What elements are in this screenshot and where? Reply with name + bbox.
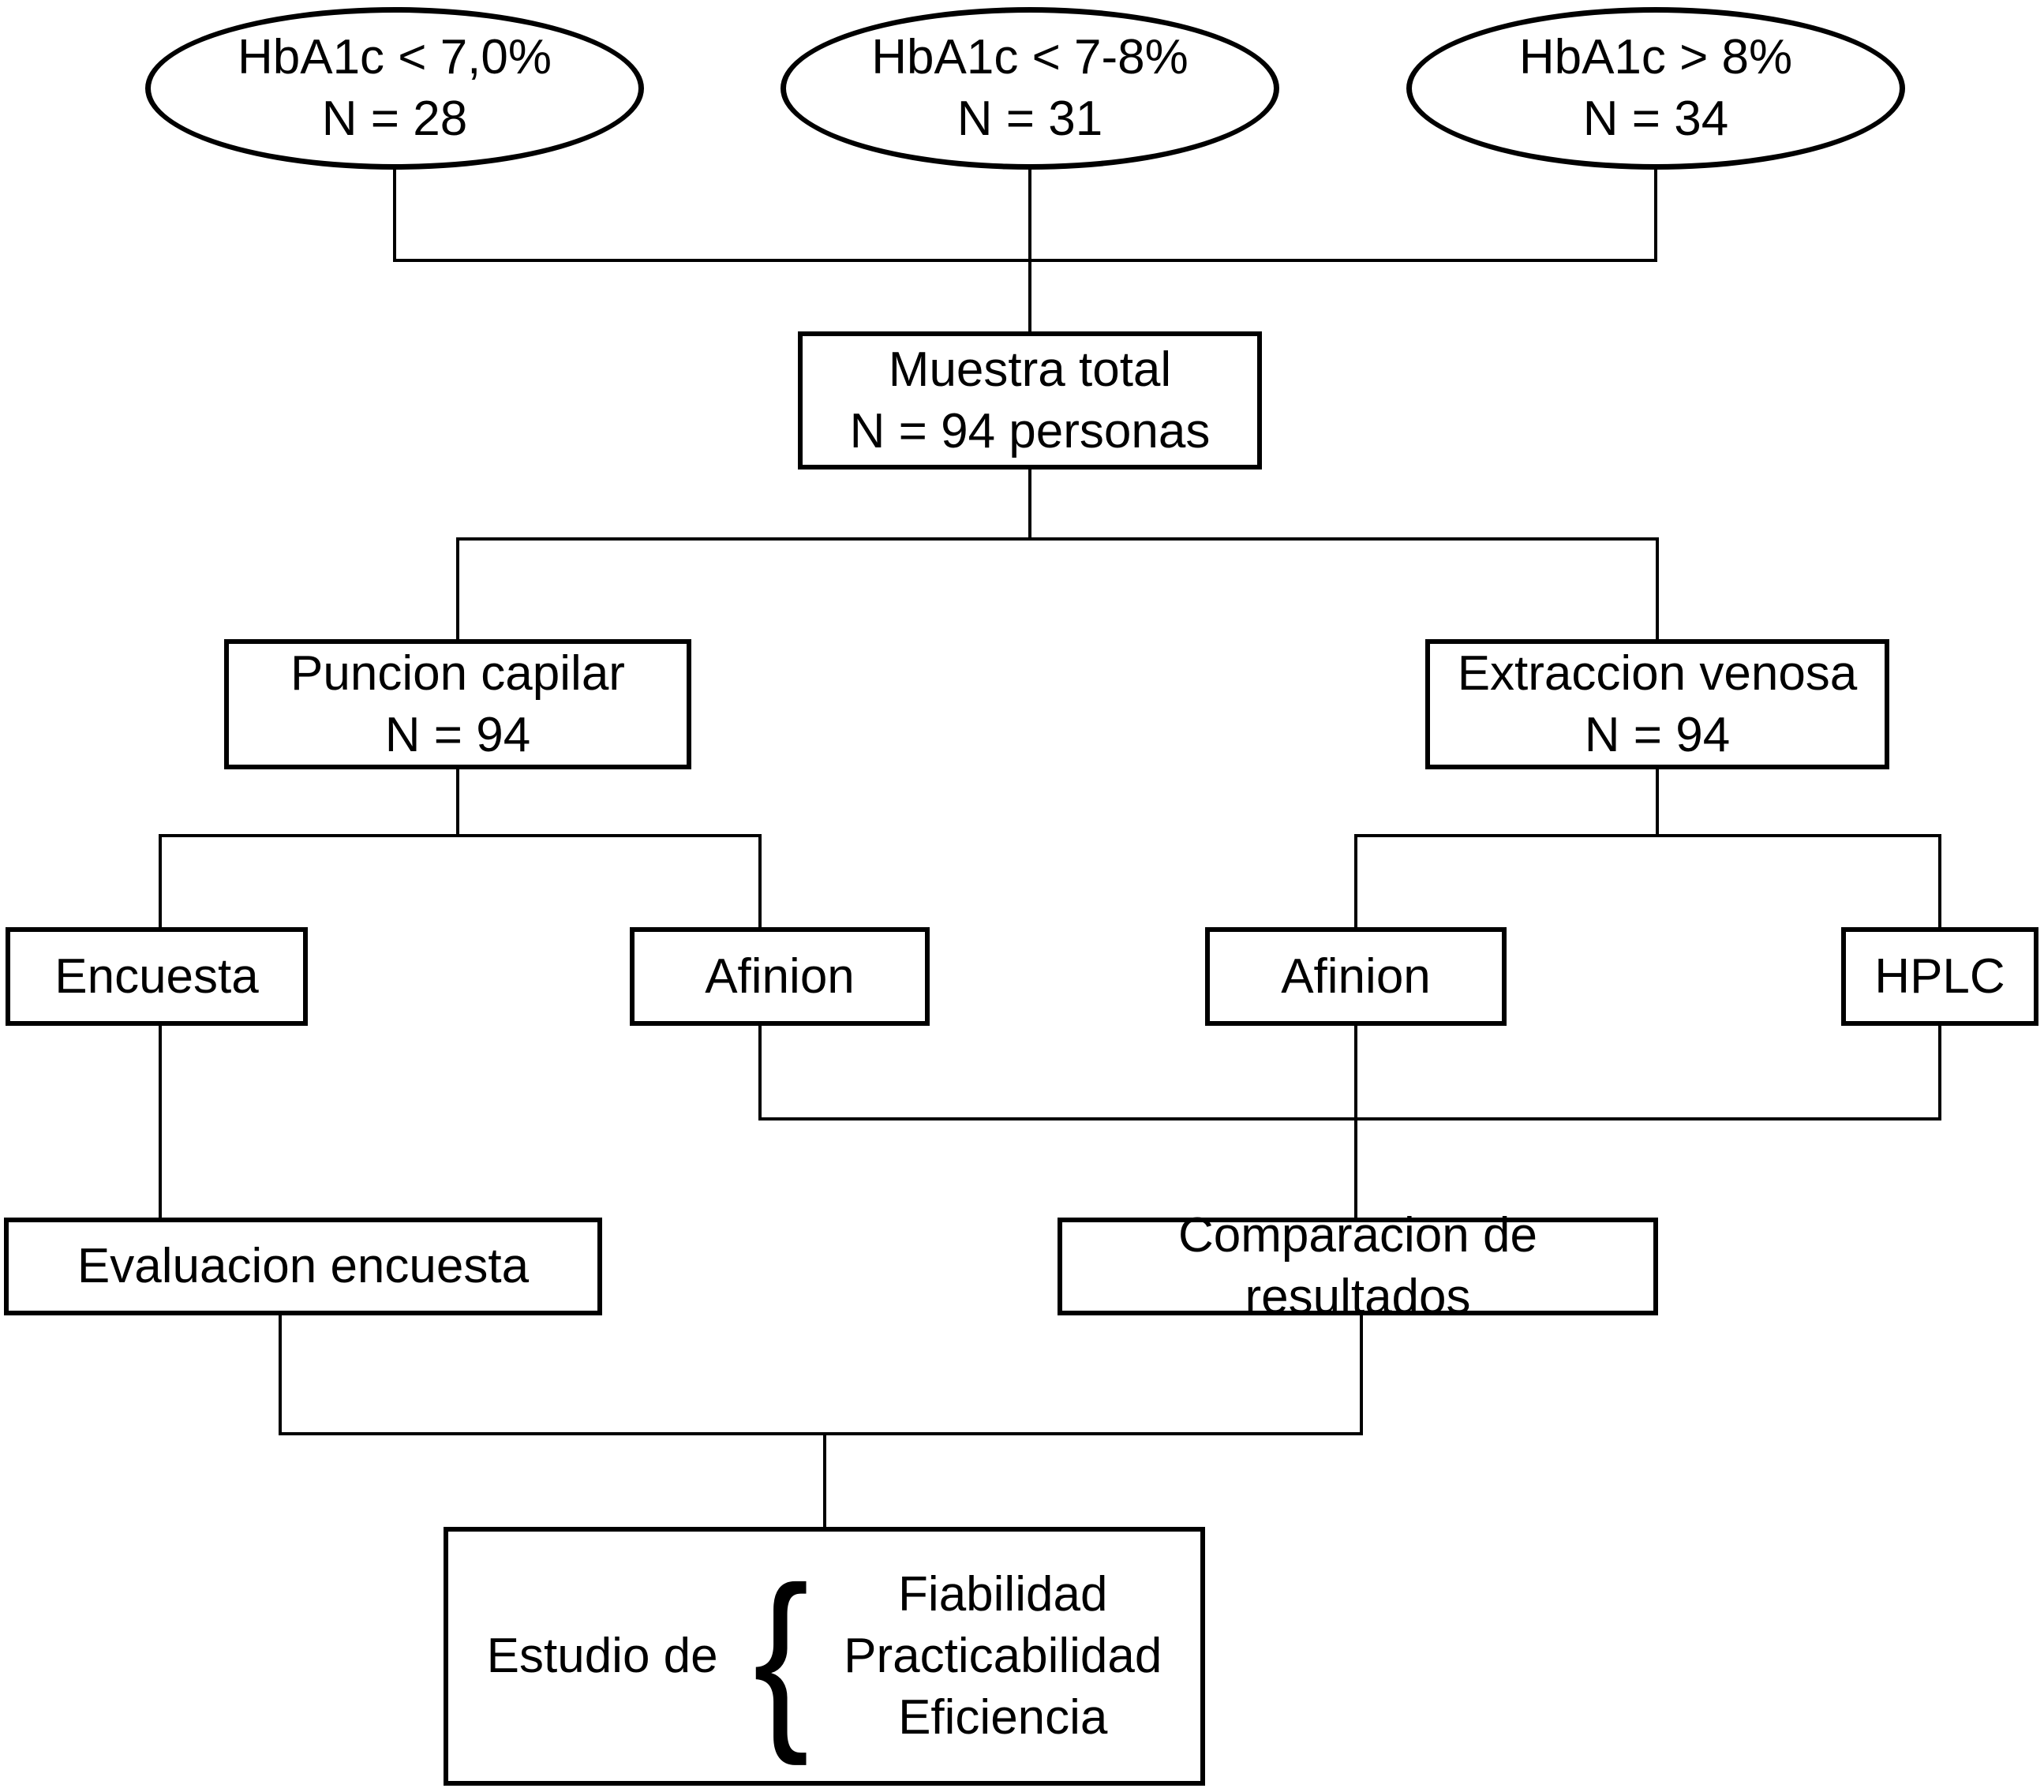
box-extraccion-venosa-line1: Extraccion venosa	[1457, 645, 1858, 701]
box-afinion-venosa: Afinion	[1205, 927, 1507, 1026]
box-muestra-total-line1: Muestra total	[888, 342, 1172, 397]
estudio-item-fiabilidad: Fiabilidad	[898, 1567, 1108, 1622]
box-puncion-capilar-line1: Puncion capilar	[290, 645, 625, 701]
ellipse-hba1c-gt-8: HbA1c > 8% N = 34	[1406, 7, 1905, 170]
box-afinion-capilar-label: Afinion	[705, 948, 855, 1004]
ellipse-hba1c-lt-7-line2: N = 28	[321, 92, 468, 146]
ellipse-hba1c-lt-7: HbA1c < 7,0% N = 28	[145, 7, 644, 170]
box-extraccion-venosa-line2: N = 94	[1584, 707, 1731, 762]
ellipse-hba1c-gt-8-line2: N = 34	[1582, 92, 1729, 146]
box-muestra-total-line2: N = 94 personas	[849, 403, 1211, 458]
box-puncion-capilar-line2: N = 94	[384, 707, 531, 762]
estudio-list: Fiabilidad Practicabilidad Eficiencia	[844, 1564, 1162, 1749]
box-hplc-label: HPLC	[1874, 948, 2005, 1004]
ellipse-hba1c-7-8: HbA1c < 7-8% N = 31	[781, 7, 1279, 170]
estudio-label: Estudio de	[486, 1629, 718, 1683]
box-afinion-venosa-label: Afinion	[1281, 948, 1431, 1004]
box-encuesta-label: Encuesta	[54, 948, 259, 1004]
box-extraccion-venosa: Extraccion venosa N = 94	[1425, 639, 1889, 769]
ellipse-hba1c-7-8-line1: HbA1c < 7-8%	[871, 30, 1189, 84]
box-puncion-capilar: Puncion capilar N = 94	[224, 639, 691, 769]
box-estudio: Estudio de { Fiabilidad Practicabilidad …	[444, 1527, 1205, 1786]
box-comparacion-resultados-label: Comparacion de resultados	[1178, 1208, 1537, 1324]
curly-brace: {	[752, 1546, 809, 1766]
box-hplc: HPLC	[1841, 927, 2038, 1026]
ellipse-hba1c-lt-7-line1: HbA1c < 7,0%	[237, 30, 552, 84]
box-comparacion-resultados: Comparacion de resultados	[1058, 1208, 1658, 1324]
box-evaluacion-encuesta-label: Evaluacion encuesta	[77, 1239, 530, 1293]
estudio-content: Estudio de { Fiabilidad Practicabilidad …	[487, 1558, 1162, 1755]
box-encuesta: Encuesta	[6, 927, 308, 1026]
box-afinion-capilar: Afinion	[630, 927, 930, 1026]
box-evaluacion-encuesta: Evaluacion encuesta	[4, 1218, 602, 1315]
ellipse-hba1c-gt-8-line1: HbA1c > 8%	[1518, 30, 1793, 84]
box-muestra-total: Muestra total N = 94 personas	[798, 331, 1262, 470]
estudio-item-eficiencia: Eficiencia	[898, 1690, 1108, 1745]
ellipse-hba1c-7-8-line2: N = 31	[956, 92, 1103, 146]
estudio-item-practicabilidad: Practicabilidad	[844, 1629, 1162, 1683]
